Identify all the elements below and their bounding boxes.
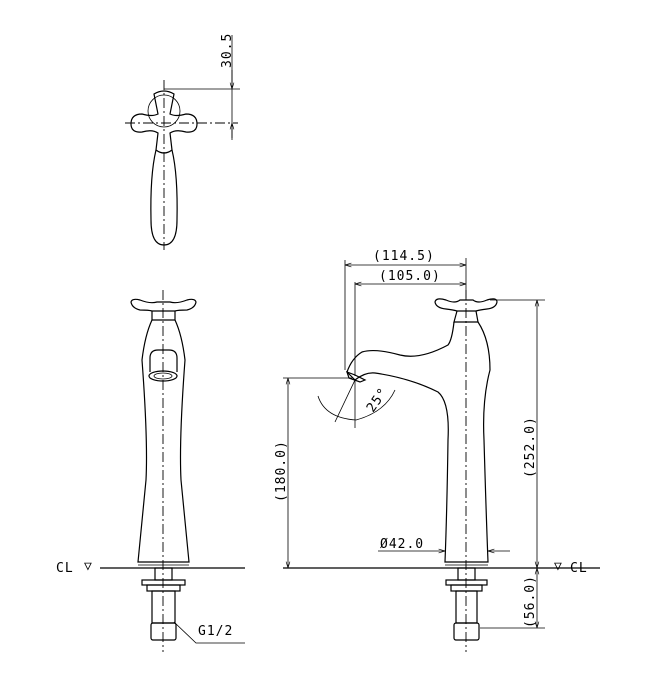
cross-handle-side <box>434 298 498 312</box>
thread-size-label: G1/2 <box>198 624 233 639</box>
cl-label-front: CL <box>56 561 74 576</box>
cross-handle-front <box>130 298 197 312</box>
top-view: 30.5 <box>125 33 240 250</box>
dim-handle-offset: 30.5 <box>220 33 235 68</box>
cl-symbol-front: ▽ <box>84 559 93 574</box>
dim-below-counter: (56.0) <box>523 575 538 628</box>
dim-spout-height: (180.0) <box>274 440 289 502</box>
body-side <box>346 321 491 563</box>
dim-total-height: (252.0) <box>523 416 538 478</box>
dim-body-diameter: Ø42.0 <box>380 537 424 552</box>
side-view: ▽ CL (114.5) (105.0) (252.0) (56.0) (180… <box>274 249 600 652</box>
dim-spout-reach: (105.0) <box>379 269 441 284</box>
body-front <box>137 319 190 563</box>
dim-spout-reach-overall: (114.5) <box>373 249 435 264</box>
cl-symbol-side: ▽ <box>554 559 563 574</box>
front-view: CL ▽ G1/2 <box>56 290 245 652</box>
spout-top <box>150 149 178 246</box>
cl-label-side: CL <box>570 561 588 576</box>
angle-arc <box>317 389 396 421</box>
spout-angle-label: 25° <box>364 385 391 415</box>
